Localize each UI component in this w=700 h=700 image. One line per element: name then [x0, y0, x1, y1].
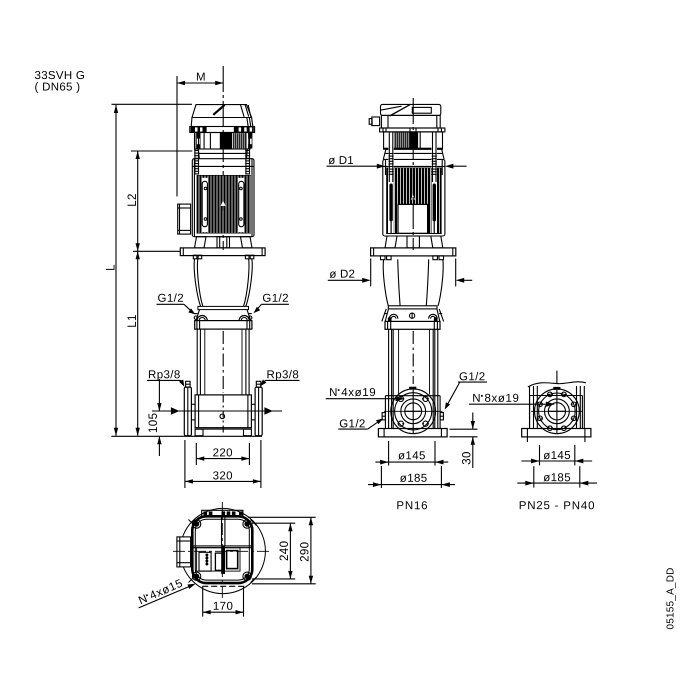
svg-text:4xø19: 4xø19 [341, 387, 376, 399]
svg-text:105: 105 [148, 413, 160, 433]
svg-text:30: 30 [462, 451, 474, 465]
svg-text:240: 240 [279, 541, 291, 561]
svg-text:33SVH G: 33SVH G [34, 70, 85, 82]
svg-text:170: 170 [213, 601, 233, 613]
svg-text:L: L [105, 264, 117, 271]
svg-text:290: 290 [300, 542, 312, 562]
svg-text:N: N [472, 393, 480, 405]
svg-text:G1/2: G1/2 [262, 293, 289, 305]
svg-text:G1/2: G1/2 [339, 418, 366, 430]
svg-text:05155_A_DD: 05155_A_DD [665, 567, 676, 629]
svg-text:PN16: PN16 [396, 500, 428, 512]
svg-text:220: 220 [213, 447, 233, 459]
svg-text:320: 320 [213, 470, 233, 482]
svg-text:ø145: ø145 [543, 450, 571, 462]
svg-text:L1: L1 [127, 314, 139, 328]
svg-text:Rp3/8: Rp3/8 [266, 369, 299, 381]
svg-text:ø145: ø145 [398, 450, 426, 462]
svg-text:G1/2: G1/2 [459, 371, 486, 383]
svg-text:ø D2: ø D2 [329, 269, 355, 281]
svg-text:Rp3/8: Rp3/8 [148, 369, 181, 381]
svg-text:( DN65 ): ( DN65 ) [34, 82, 80, 94]
svg-text:M: M [196, 72, 206, 84]
svg-text:PN25 - PN40: PN25 - PN40 [519, 500, 596, 512]
svg-text:ø185: ø185 [543, 472, 571, 484]
svg-text:L2: L2 [127, 193, 139, 207]
svg-text:G1/2: G1/2 [157, 293, 184, 305]
svg-text:ø D1: ø D1 [328, 155, 354, 167]
svg-text:8xø19: 8xø19 [484, 393, 519, 405]
svg-text:N: N [329, 387, 337, 399]
svg-text:ø185: ø185 [400, 473, 428, 485]
